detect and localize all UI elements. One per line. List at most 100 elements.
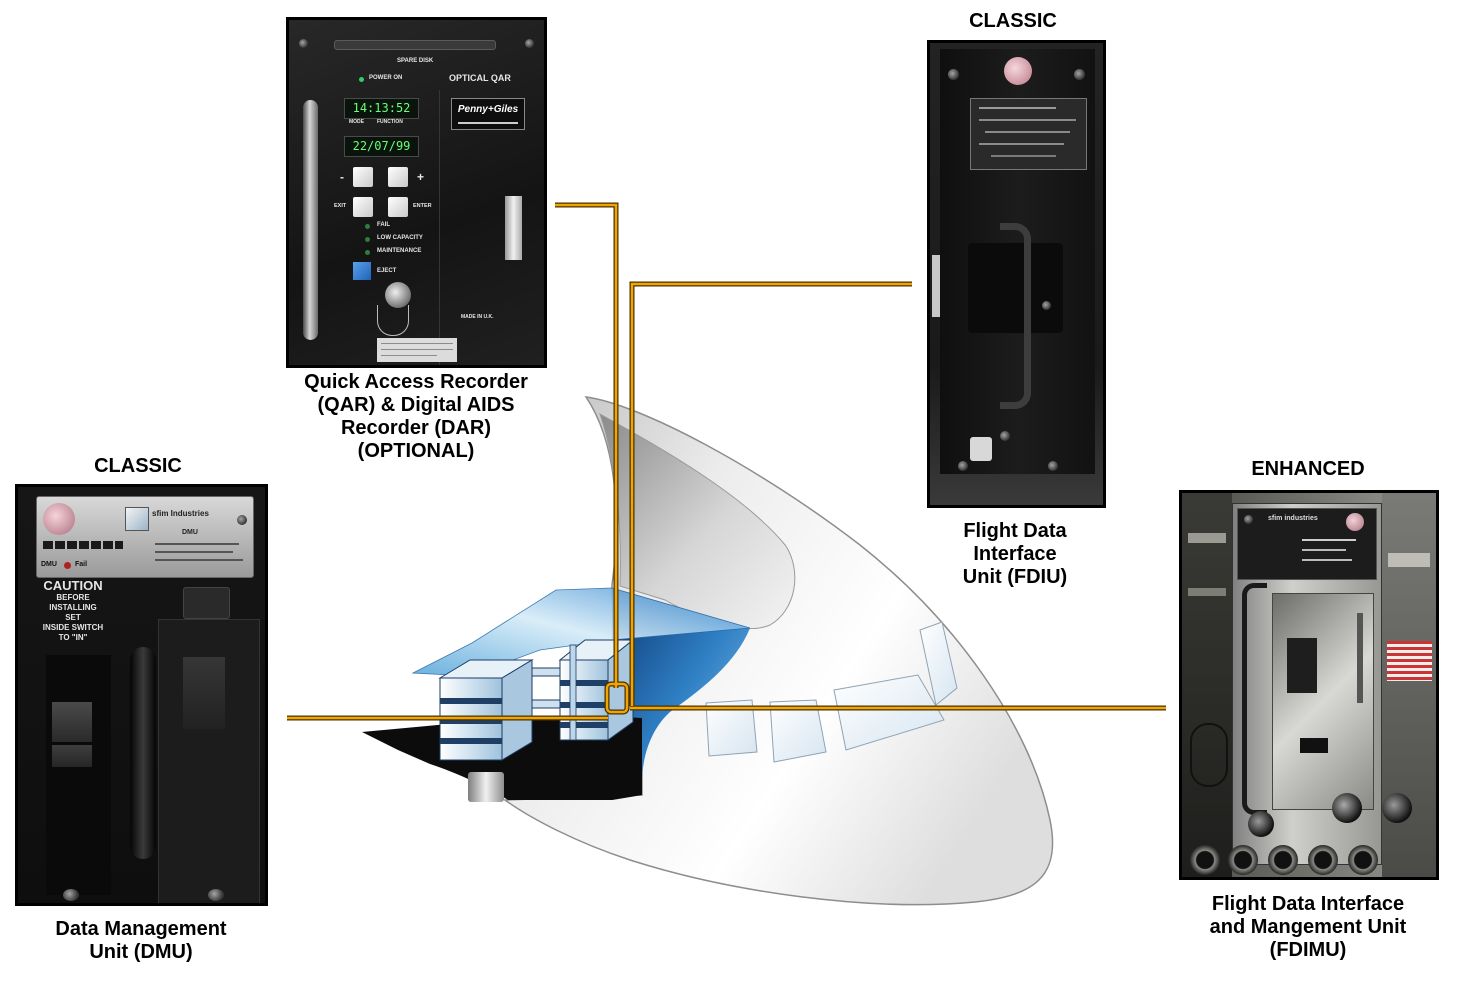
- rack-left-shelf: [440, 718, 502, 724]
- enter-label: ENTER: [413, 203, 432, 209]
- screw: [1074, 69, 1085, 80]
- exit-label: EXIT: [334, 203, 347, 209]
- fdimu-connector: [1190, 845, 1220, 875]
- caution-line: BEFORE: [56, 593, 90, 602]
- fdiu-connector: [970, 437, 992, 461]
- floor-cylinder: [468, 772, 504, 802]
- qar-handle: [303, 100, 318, 340]
- plus-button: [388, 167, 408, 187]
- brand-plate: Penny+Giles: [451, 98, 525, 130]
- fdiu-caption-line: Unit (FDIU): [962, 566, 1068, 588]
- optical-qar-title: OPTICAL QAR: [449, 73, 511, 83]
- bay-stripe-module: [1387, 641, 1432, 681]
- fdiu-caption-line: Flight Data: [963, 520, 1067, 542]
- dmu-brand: sfim Industries: [152, 509, 209, 518]
- dmu-heading: CLASSIC: [94, 455, 182, 477]
- fdimu-small-box: [1300, 738, 1328, 753]
- dmu-caption: Data Management Unit (DMU): [11, 918, 271, 964]
- disk-slot: [334, 40, 496, 50]
- rack-right-shelf: [560, 702, 608, 708]
- dmu-nameplate: sfim Industries DMU DMU Fail: [36, 496, 254, 578]
- nameplate-line: [991, 155, 1056, 157]
- rack-right-shelf: [560, 722, 608, 728]
- cockpit-window: [919, 621, 958, 706]
- screw: [237, 515, 247, 525]
- fdimu-brand: sfim industries: [1268, 515, 1318, 522]
- dmu-model: DMU: [182, 529, 198, 536]
- screw: [1244, 515, 1253, 524]
- screw: [1048, 461, 1058, 471]
- caution-line: TO "IN": [58, 633, 88, 642]
- fdimu-knob: [1332, 793, 1362, 823]
- plus-label: +: [417, 170, 425, 184]
- screw: [63, 889, 79, 901]
- dmu-connector-block: [52, 702, 92, 742]
- nameplate-line: [155, 543, 239, 545]
- fdimu-heading: ENHANCED: [1251, 458, 1365, 480]
- dmu-caption-line: Unit (DMU): [89, 941, 193, 963]
- fdiu-caption: Flight Data Interface Unit (FDIU): [905, 520, 1125, 589]
- bay-bar: [1388, 553, 1430, 567]
- eject-label: EJECT: [377, 268, 397, 274]
- rack-post: [569, 644, 577, 741]
- maintenance-led: [365, 250, 370, 255]
- bay-bar: [1188, 588, 1226, 596]
- qar-knob: [385, 282, 411, 308]
- low-capacity-label: LOW CAPACITY: [377, 235, 423, 241]
- power-on-label: POWER ON: [369, 75, 403, 81]
- dmu-photo: sfim Industries DMU DMU Fail CAUTION BEF…: [15, 484, 268, 906]
- nameplate-line: [979, 119, 1076, 121]
- function-label: FUNCTION: [377, 119, 403, 125]
- rack-middle-shelf: [531, 699, 561, 709]
- enter-button: [388, 197, 408, 217]
- cockpit-window: [769, 699, 827, 763]
- dmu-connector-block: [52, 745, 92, 767]
- qar-caption-line: (OPTIONAL): [357, 440, 475, 462]
- fdimu-connector: [1268, 845, 1298, 875]
- nameplate-line: [1302, 559, 1352, 561]
- nameplate-line: [155, 551, 233, 553]
- dmu-handle: [130, 647, 156, 859]
- screw: [299, 39, 308, 48]
- fdimu-left-bay: [1182, 493, 1232, 877]
- screw: [525, 39, 534, 48]
- dmu-right-block: [183, 657, 225, 729]
- fdimu-nameplate: sfim industries: [1237, 508, 1377, 580]
- qar-cable: [377, 305, 409, 336]
- maintenance-label: MAINTENANCE: [377, 248, 422, 254]
- fdimu-badge: [1346, 513, 1364, 531]
- qar-caption: Quick Access Recorder (QAR) & Digital AI…: [276, 371, 556, 463]
- date-display-value: 22/07/99: [352, 139, 411, 153]
- power-led: [359, 77, 364, 82]
- mode-label: MODE: [349, 119, 364, 125]
- fdimu-slot: [1357, 613, 1363, 703]
- panel-divider: [439, 90, 440, 365]
- caution-line: INSTALLING: [49, 603, 97, 612]
- fdiu-handle-plate: [968, 243, 1063, 333]
- time-display-value: 14:13:52: [352, 101, 411, 115]
- dmu-left-rail: [46, 655, 111, 895]
- nameplate-line: [1302, 539, 1356, 541]
- fdiu-photo: [927, 40, 1106, 508]
- fdimu-handle: [1242, 583, 1267, 815]
- dmu-status-unit: DMU: [41, 561, 57, 568]
- cockpit-window: [705, 699, 758, 757]
- eject-button: [353, 262, 371, 280]
- caution-block: CAUTION BEFORE INSTALLING SET INSIDE SWI…: [36, 579, 110, 643]
- fdimu-photo: sfim industries: [1179, 490, 1439, 880]
- type-sticker: [377, 338, 457, 362]
- brand-logo-text: Penny+Giles: [457, 104, 519, 115]
- fdimu-caption-line: (FDIMU): [1269, 939, 1347, 961]
- rack-left-shelf: [440, 738, 502, 744]
- dmu-switch: [183, 587, 230, 619]
- dmu-caption-line: Data Management: [55, 918, 227, 940]
- fdimu-caption-line: and Mangement Unit: [1209, 916, 1407, 938]
- sticker-line: [381, 343, 453, 344]
- fail-label: FAIL: [377, 222, 390, 228]
- fail-led: [64, 562, 71, 569]
- caution-title: CAUTION: [43, 578, 103, 593]
- fdimu-dark-block: [1287, 638, 1317, 693]
- fdimu-knob: [1248, 811, 1274, 837]
- nameplate-line: [985, 131, 1070, 133]
